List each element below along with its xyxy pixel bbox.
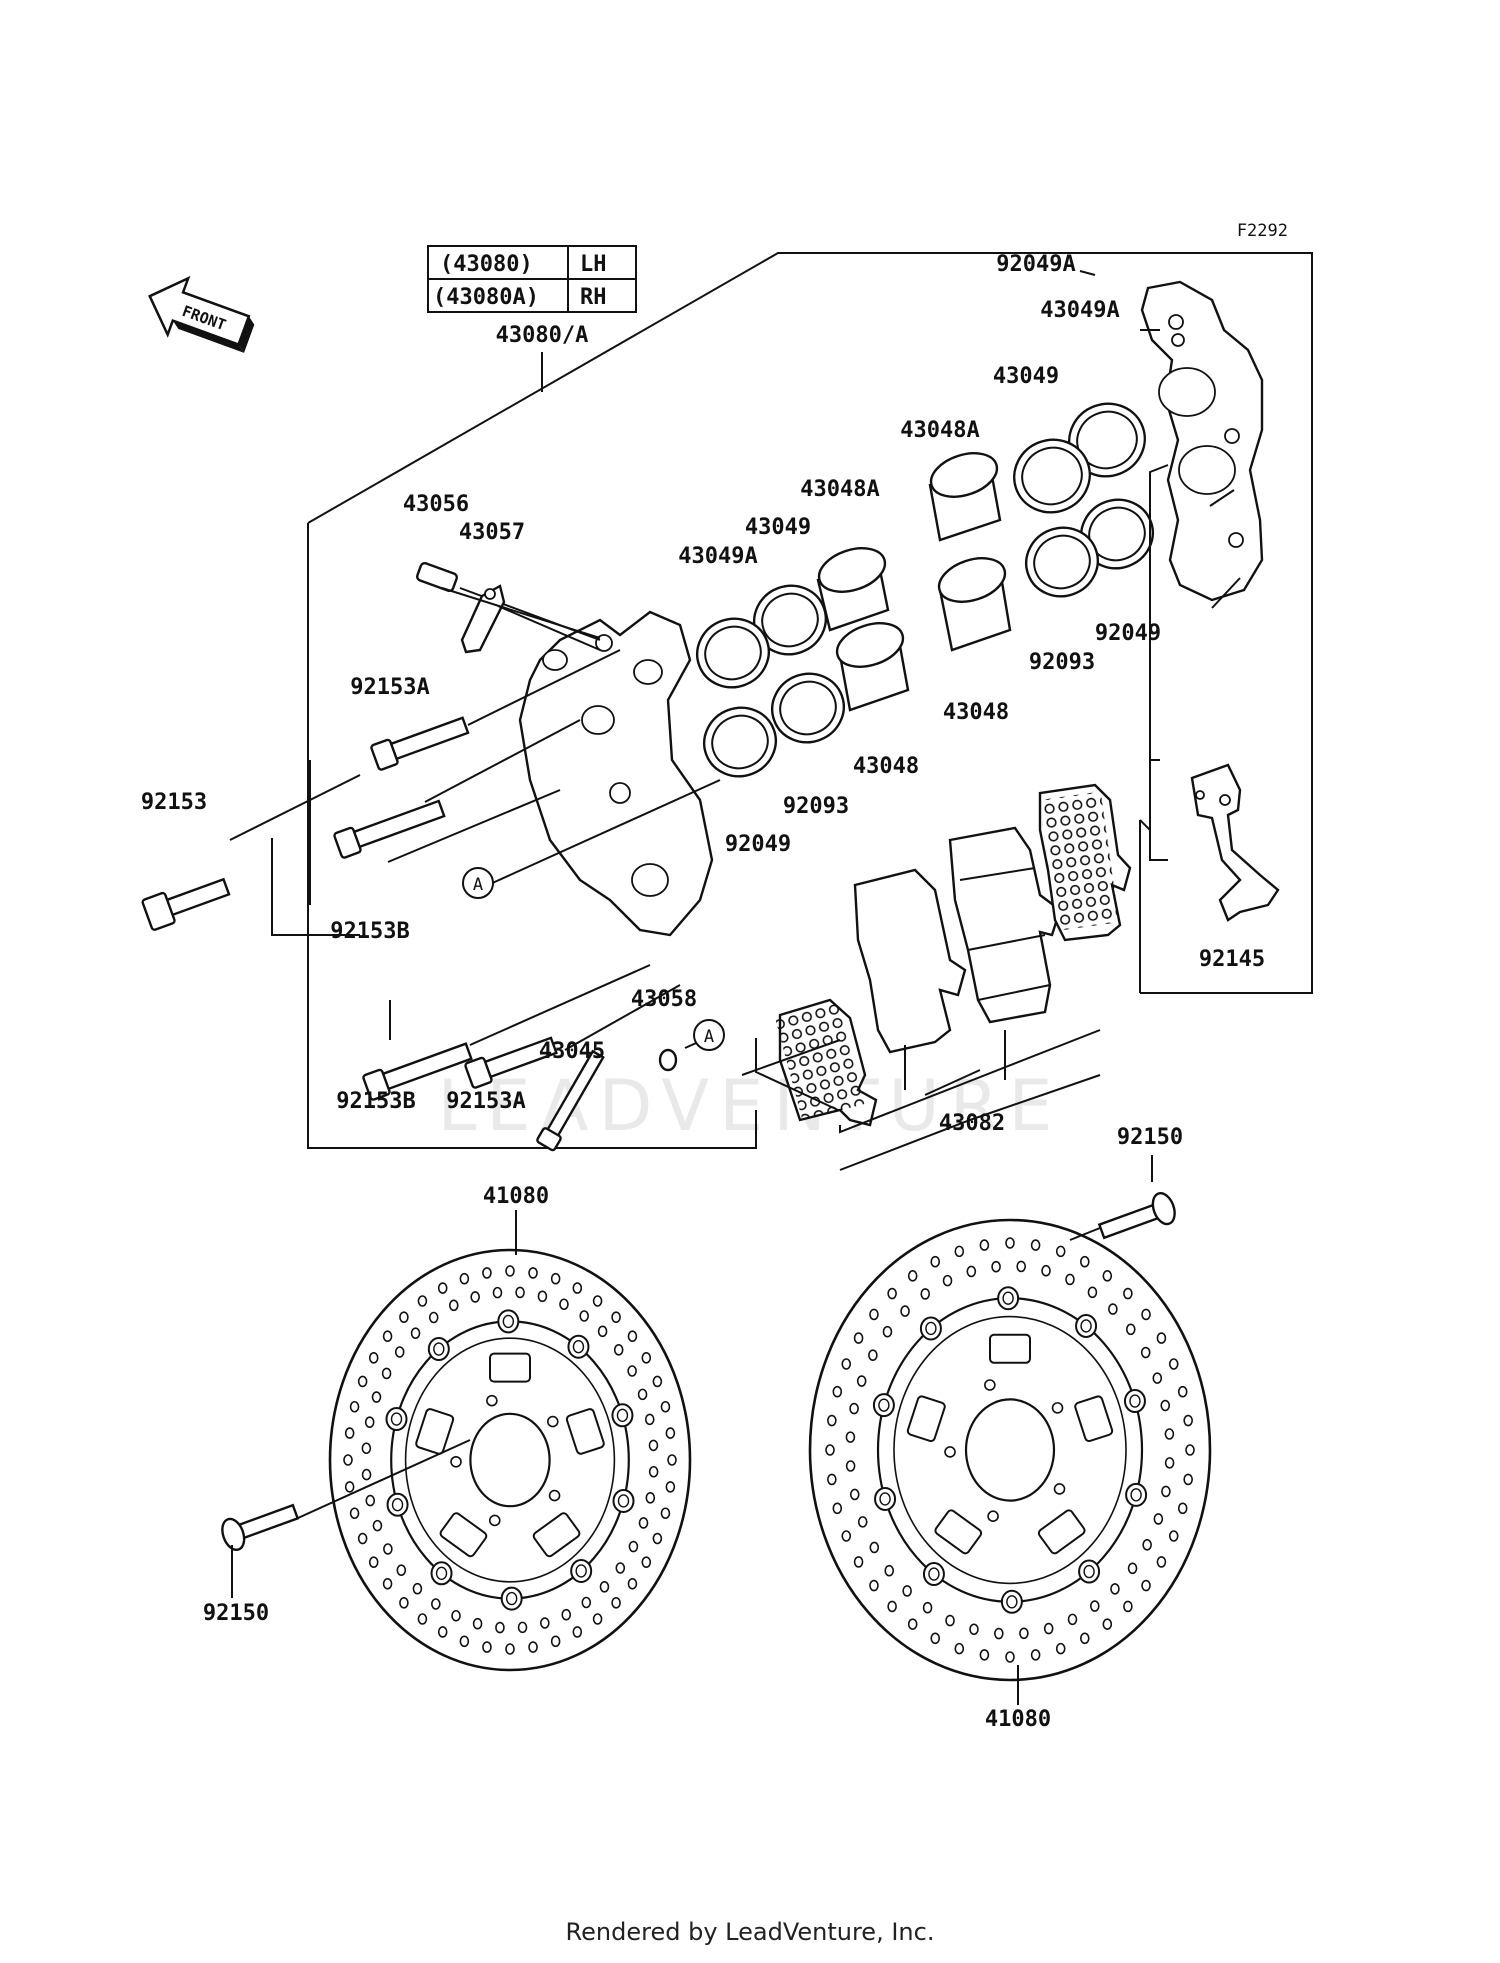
- label-92153A-top: 92153A: [350, 675, 429, 700]
- label-43048A-mid: 43048A: [800, 477, 879, 502]
- svg-text:A: A: [473, 875, 483, 895]
- disc-bolt-right: [1097, 1192, 1176, 1240]
- label-43049-mid: 43049: [745, 515, 811, 540]
- legend-assembly: 43080/A: [496, 323, 589, 348]
- label-92093-right: 92093: [1029, 650, 1095, 675]
- part-labels: 92049A 43049A 43049 43048A 43048A 43049 …: [141, 252, 1265, 1732]
- legend-table: (43080) LH (43080A) RH 43080/A: [427, 245, 637, 348]
- caliper-bolts: [141, 716, 558, 1101]
- legend-side-lh: LH: [580, 252, 607, 277]
- footer-credit: Rendered by LeadVenture, Inc.: [565, 1918, 935, 1946]
- legend-code-lh: (43080): [440, 252, 533, 277]
- label-92153: 92153: [141, 790, 207, 815]
- bleed-valve-cover: [460, 584, 506, 654]
- label-92153B-mid: 92153B: [330, 919, 409, 944]
- diagram-code: F2292: [1237, 221, 1288, 241]
- label-92153A-bottom: 92153A: [446, 1089, 525, 1114]
- label-92145: 92145: [1199, 947, 1265, 972]
- label-92049A: 92049A: [996, 252, 1075, 277]
- left-caliper-body: [518, 610, 714, 937]
- disc-bolt-left: [221, 1503, 300, 1551]
- label-43082: 43082: [939, 1111, 1005, 1136]
- label-41080-right: 41080: [985, 1707, 1051, 1732]
- label-41080-left: 41080: [483, 1184, 549, 1209]
- label-92153B-bottom: 92153B: [336, 1089, 415, 1114]
- assembly-outline: [307, 252, 1313, 1149]
- label-92049-right: 92049: [1095, 621, 1161, 646]
- label-43048A-right: 43048A: [900, 418, 979, 443]
- pad-group-bracket: [741, 1029, 1101, 1134]
- label-92150-right: 92150: [1117, 1125, 1183, 1150]
- legend-side-rh: RH: [580, 285, 607, 310]
- brake-pads: [775, 783, 1132, 1171]
- pad-spring: [1190, 763, 1280, 922]
- brake-disc-right: [808, 1218, 1212, 1682]
- label-92049-left: 92049: [725, 832, 791, 857]
- front-arrow-icon: FRONT: [148, 275, 255, 353]
- upper-pistons-seals: [696, 402, 1146, 689]
- ref-marker-2: A: [693, 1019, 725, 1051]
- label-92093-left: 92093: [783, 794, 849, 819]
- label-43049A-right: 43049A: [1040, 298, 1119, 323]
- label-43058: 43058: [631, 987, 697, 1012]
- leader-lines: [229, 270, 1241, 1051]
- legend-code-rh: (43080A): [433, 285, 539, 310]
- label-43045: 43045: [539, 1039, 605, 1064]
- label-43057: 43057: [459, 520, 525, 545]
- lower-pistons-seals: [703, 498, 1154, 778]
- ref-marker-1: A: [462, 867, 494, 899]
- disc-leader-lines: [231, 1155, 1153, 1705]
- pad-pin: [536, 1049, 605, 1152]
- label-43049A-mid: 43049A: [678, 544, 757, 569]
- pin-clip: [658, 1048, 678, 1072]
- label-43049-right: 43049: [993, 364, 1059, 389]
- label-43048-left: 43048: [853, 754, 919, 779]
- right-caliper-body: [1140, 280, 1264, 602]
- label-43048-right: 43048: [943, 700, 1009, 725]
- svg-text:A: A: [704, 1027, 714, 1047]
- label-43056: 43056: [403, 492, 469, 517]
- label-92150-left: 92150: [203, 1601, 269, 1626]
- brake-disc-left: [328, 1248, 692, 1672]
